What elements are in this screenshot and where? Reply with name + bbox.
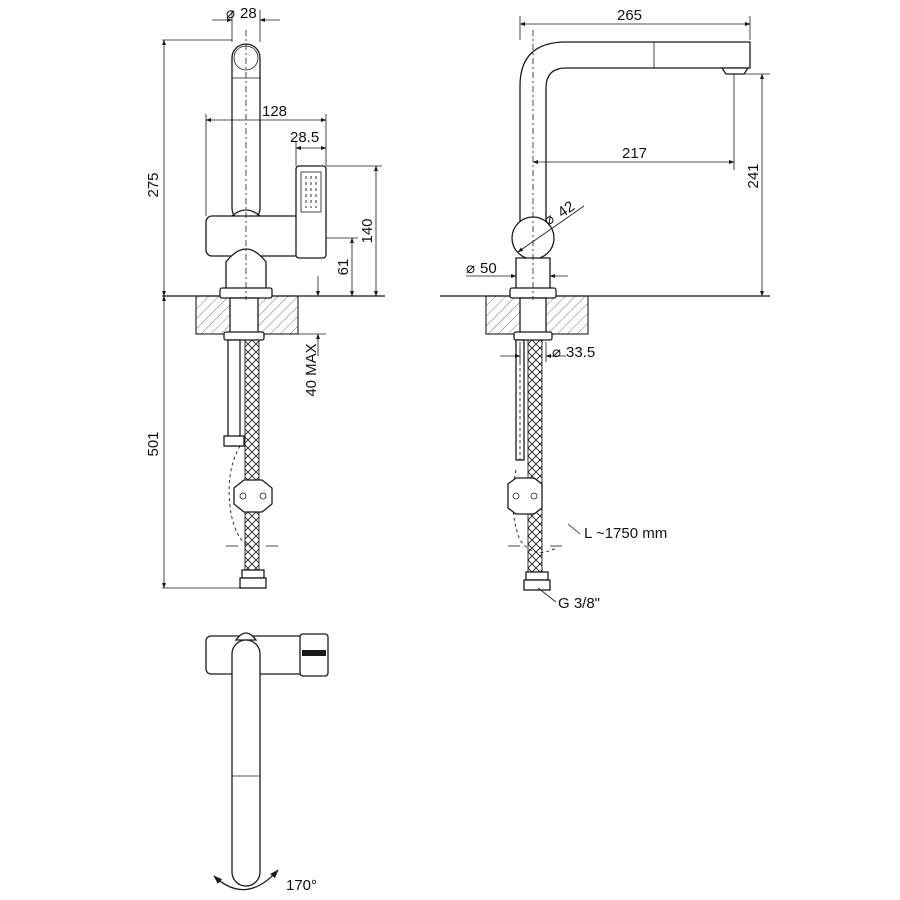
top-view: 170° [205, 632, 329, 894]
dim-61: 61 [335, 259, 352, 276]
dim-diameter-33-5: 33.5 [566, 344, 595, 361]
dim-241: 241 [745, 163, 762, 188]
dim-diameter-50: 50 [480, 260, 497, 277]
dim-501: 501 [145, 431, 162, 456]
swivel-arrow [213, 869, 279, 891]
top-spout [231, 639, 261, 887]
dim-swivel-angle: 170° [286, 877, 317, 894]
dim-265: 265 [617, 7, 642, 24]
side-hose-weight [507, 477, 543, 515]
dim-128: 128 [262, 103, 287, 120]
dim-217: 217 [622, 145, 647, 162]
dim-connection: G 3/8" [558, 595, 600, 612]
dim-275: 275 [145, 172, 162, 197]
dim-140: 140 [359, 218, 376, 243]
side-spout [519, 41, 751, 223]
dim-28-5: 28.5 [290, 129, 319, 146]
side-view: 265 217 241 ⌀ 42 ⌀ 50 ⌀ 33.5 L ~1750 mm … [440, 7, 770, 612]
front-hose-weight [233, 479, 273, 513]
side-hose-braided [527, 339, 543, 581]
front-hose-braided [244, 339, 260, 581]
dim-diameter-33-5-sym: ⌀ [552, 344, 561, 361]
dim-40-max: 40 MAX [303, 343, 320, 396]
front-hose-left [227, 339, 241, 447]
front-view: 275 501 ⌀ 28 128 28.5 140 61 40 MAX [145, 5, 385, 589]
dim-diameter-50-sym: ⌀ [466, 260, 475, 277]
dim-diameter-28-sym: ⌀ [226, 5, 235, 22]
dim-hose-length: L ~1750 mm [584, 525, 667, 542]
dim-diameter-42: 42 [555, 198, 578, 221]
dim-diameter-28: 28 [240, 5, 257, 22]
